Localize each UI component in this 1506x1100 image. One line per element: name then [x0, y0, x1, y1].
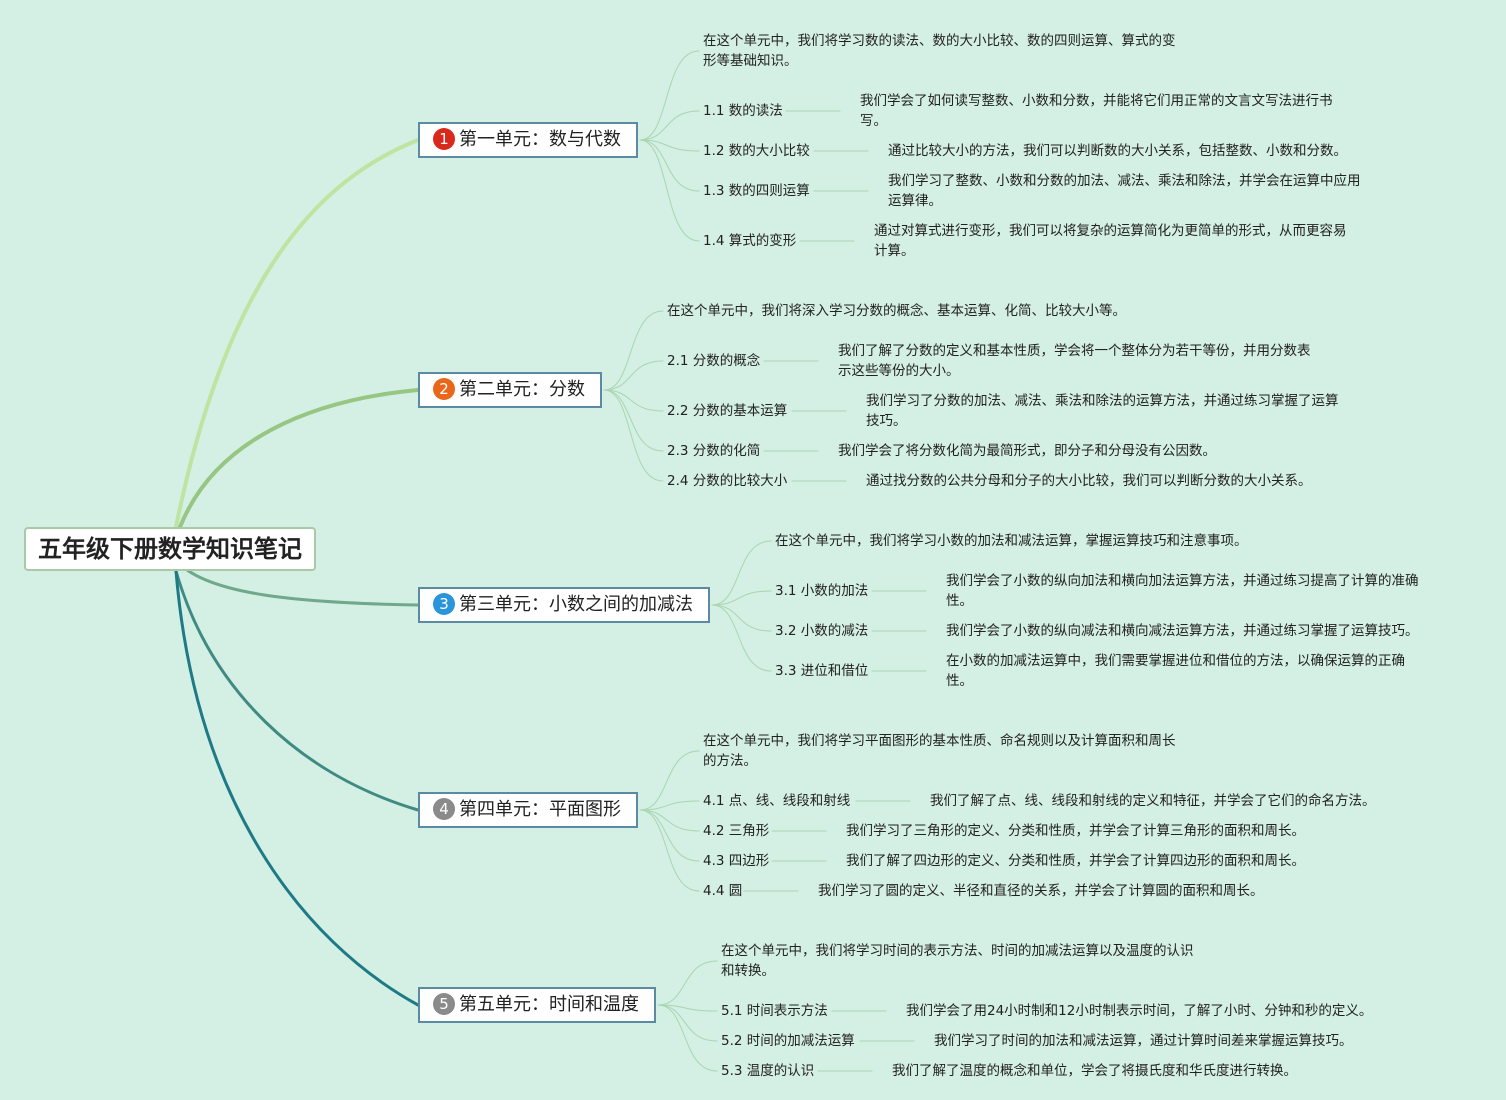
topic-description: 我们了解了温度的概念和单位，学会了将摄氏度和华氏度进行转换。 — [892, 1063, 1297, 1079]
sub-branch-line — [603, 310, 664, 391]
topic-label: 5.1 时间表示方法 — [721, 1003, 828, 1019]
sub-branch-line — [639, 750, 700, 811]
sub-branch-line — [603, 360, 664, 391]
unit-title: 第三单元：小数之间的加减法 — [459, 594, 693, 615]
sub-branch-line — [639, 139, 700, 192]
sub-branch-line — [657, 1004, 718, 1042]
topic-description: 我们了解了四边形的定义、分类和性质，并学会了计算四边形的面积和周长。 — [846, 853, 1305, 869]
unit-title: 第五单元：时间和温度 — [459, 994, 639, 1015]
number-badge-icon: 4 — [433, 798, 455, 820]
topic-description: 我们了解了点、线、线段和射线的定义和特征，并学会了它们的命名方法。 — [930, 793, 1376, 809]
topic-description: 通过比较大小的方法，我们可以判断数的大小关系，包括整数、小数和分数。 — [888, 143, 1347, 159]
topic-label: 5.3 温度的认识 — [721, 1063, 815, 1079]
sub-branch-line — [657, 960, 718, 1006]
branch-line — [174, 569, 420, 812]
sub-branch-line — [711, 590, 772, 606]
branch-line — [174, 138, 420, 529]
topic-label: 3.3 进位和借位 — [775, 663, 869, 679]
topic-description: 我们学会了用24小时制和12小时制表示时间，了解了小时、分钟和秒的定义。 — [906, 1003, 1373, 1019]
topic-label: 4.1 点、线、线段和射线 — [703, 793, 851, 809]
topic-label: 1.1 数的读法 — [703, 103, 783, 119]
sub-branch-line — [711, 540, 772, 606]
sub-branch-line — [603, 389, 664, 412]
topic-description: 我们学会了如何读写整数、小数和分数，并能将它们用正常的文言文写法进行书 — [860, 93, 1333, 109]
unit-title: 第二单元：分数 — [459, 379, 585, 400]
number-badge-icon: 3 — [433, 593, 455, 615]
topic-description: 我们学会了小数的纵向加法和横向加法运算方法，并通过练习提高了计算的准确 — [946, 573, 1419, 589]
topic-description: 示这些等份的大小。 — [838, 363, 960, 379]
topic-label: 4.3 四边形 — [703, 853, 770, 869]
sub-branch-line — [657, 1004, 718, 1072]
topic-label: 3.2 小数的减法 — [775, 623, 869, 639]
topic-label: 2.4 分数的比较大小 — [667, 473, 788, 489]
topic-label: 5.2 时间的加减法运算 — [721, 1033, 855, 1049]
sub-branch-line — [711, 604, 772, 672]
unit-title: 第四单元：平面图形 — [459, 799, 621, 820]
sub-branch-line — [603, 389, 664, 452]
topic-description: 运算律。 — [888, 193, 942, 209]
unit-intro-text: 在这个单元中，我们将学习平面图形的基本性质、命名规则以及计算面积和周长 — [703, 733, 1176, 749]
sub-branch-line — [639, 50, 700, 141]
root-topic[interactable]: 五年级下册数学知识笔记 — [24, 527, 316, 571]
sub-branch-line — [639, 809, 700, 892]
number-badge-icon: 5 — [433, 993, 455, 1015]
branch-line — [174, 569, 420, 1007]
topic-description: 性。 — [946, 673, 973, 689]
topic-description: 我们学习了三角形的定义、分类和性质，并学会了计算三角形的面积和周长。 — [846, 823, 1305, 839]
topic-description: 我们学习了整数、小数和分数的加法、减法、乘法和除法，并学会在运算中应用 — [888, 173, 1361, 189]
sub-branch-line — [603, 389, 664, 482]
sub-branch-line — [639, 809, 700, 862]
unit-intro-text: 和转换。 — [721, 963, 775, 979]
sub-branch-line — [639, 110, 700, 141]
topic-description: 性。 — [946, 593, 973, 609]
sub-branch-line — [639, 800, 700, 811]
topic-description: 计算。 — [874, 243, 915, 259]
sub-branch-line — [711, 604, 772, 632]
unit-intro-text: 在这个单元中，我们将学习时间的表示方法、时间的加减法运算以及温度的认识 — [721, 943, 1194, 959]
topic-label: 2.1 分数的概念 — [667, 353, 761, 369]
topic-description: 我们学会了小数的纵向减法和横向减法运算方法，并通过练习掌握了运算技巧。 — [946, 623, 1419, 639]
topic-description: 技巧。 — [866, 413, 907, 429]
topic-label: 4.4 圆 — [703, 883, 743, 899]
unit-intro-text: 形等基础知识。 — [703, 53, 798, 69]
topic-label: 1.4 算式的变形 — [703, 233, 797, 249]
topic-label: 1.2 数的大小比较 — [703, 143, 810, 159]
sub-branch-line — [639, 139, 700, 242]
unit-intro-text: 在这个单元中，我们将学习小数的加法和减法运算，掌握运算技巧和注意事项。 — [775, 533, 1248, 549]
topic-description: 我们学会了将分数化简为最简形式，即分子和分母没有公因数。 — [838, 443, 1216, 459]
topic-description: 我们学习了时间的加法和减法运算，通过计算时间差来掌握运算技巧。 — [934, 1033, 1353, 1049]
topic-description: 通过对算式进行变形，我们可以将复杂的运算简化为更简单的形式，从而更容易 — [874, 223, 1347, 239]
topic-description: 我们学习了圆的定义、半径和直径的关系，并学会了计算圆的面积和周长。 — [818, 883, 1264, 899]
topic-label: 3.1 小数的加法 — [775, 583, 869, 599]
topic-description: 我们学习了分数的加法、减法、乘法和除法的运算方法，并通过练习掌握了运算 — [866, 393, 1339, 409]
number-badge-icon: 1 — [433, 128, 455, 150]
topic-label: 4.2 三角形 — [703, 823, 770, 839]
sub-branch-line — [657, 1004, 718, 1012]
unit-intro-text: 在这个单元中，我们将深入学习分数的概念、基本运算、化简、比较大小等。 — [667, 303, 1126, 319]
topic-description: 在小数的加减法运算中，我们需要掌握进位和借位的方法，以确保运算的正确 — [946, 653, 1405, 669]
topic-description: 通过找分数的公共分母和分子的大小比较，我们可以判断分数的大小关系。 — [866, 473, 1312, 489]
branch-line — [174, 558, 420, 607]
unit-intro-text: 在这个单元中，我们将学习数的读法、数的大小比较、数的四则运算、算式的变 — [703, 33, 1176, 49]
topic-description: 我们了解了分数的定义和基本性质，学会将一个整体分为若干等份，并用分数表 — [838, 343, 1311, 359]
branch-line — [178, 388, 420, 529]
number-badge-icon: 2 — [433, 378, 455, 400]
unit-intro-text: 的方法。 — [703, 753, 757, 769]
topic-label: 2.3 分数的化简 — [667, 443, 761, 459]
topic-label: 2.2 分数的基本运算 — [667, 403, 788, 419]
sub-branch-line — [639, 809, 700, 832]
topic-label: 1.3 数的四则运算 — [703, 183, 810, 199]
sub-branch-line — [639, 139, 700, 152]
unit-title: 第一单元：数与代数 — [459, 129, 621, 150]
topic-description: 写。 — [860, 113, 887, 129]
